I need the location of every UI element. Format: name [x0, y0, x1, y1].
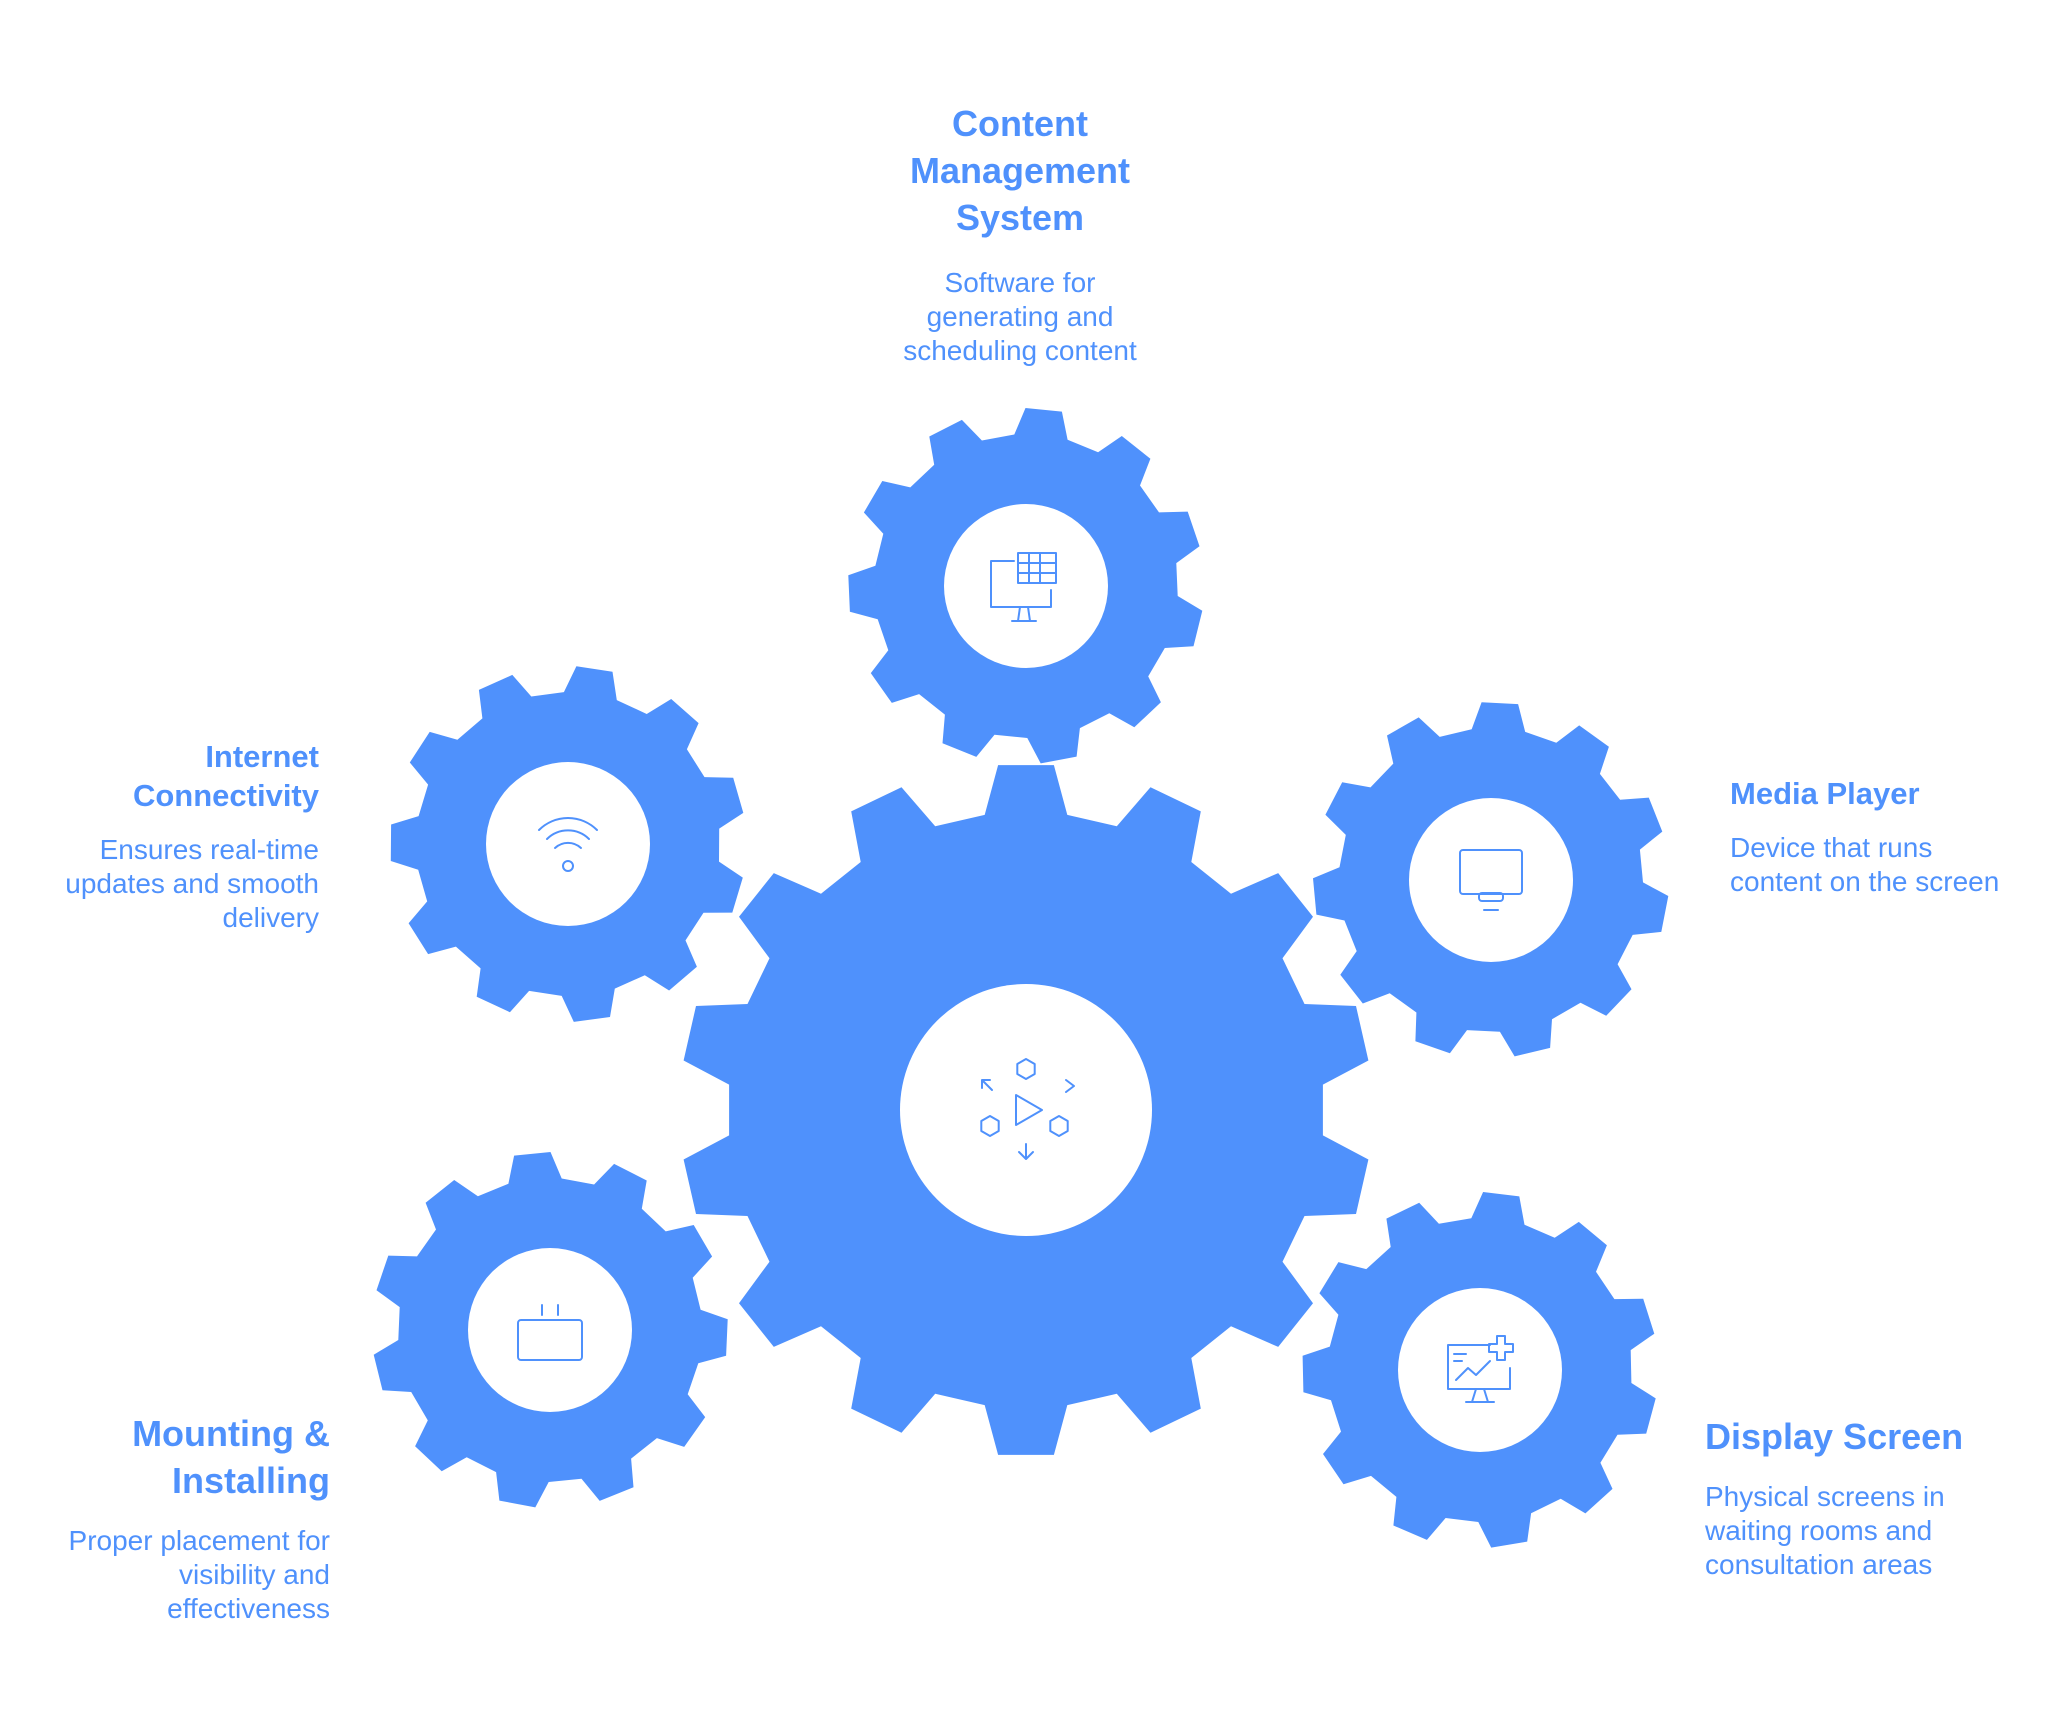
- cms-title-line: Management: [909, 150, 1131, 191]
- monitor-chart-plus-icon: [1447, 1335, 1514, 1403]
- media-desc-line: Device that runs: [1730, 832, 1933, 863]
- cms-description: Software for generating and scheduling c…: [860, 266, 1180, 368]
- internet-title-line: Internet: [205, 739, 319, 774]
- mounting-title: Mounting & Installing: [20, 1410, 330, 1504]
- internet-description: Ensures real-time updates and smooth del…: [20, 833, 319, 935]
- media-desc-line: content on the screen: [1730, 866, 2000, 897]
- mounting-gear-hub: [468, 1248, 632, 1412]
- mounting-desc-line: visibility and: [179, 1559, 330, 1590]
- internet-gear-hub: [486, 762, 650, 926]
- display-description: Physical screens in waiting rooms and co…: [1705, 1480, 2025, 1582]
- monitor-spreadsheet-icon: [990, 552, 1057, 622]
- mounting-gear: [373, 1152, 728, 1508]
- cms-title-line: Content: [952, 103, 1088, 144]
- mounting-title-line: Mounting &: [132, 1413, 330, 1454]
- media-gear-hub: [1409, 798, 1573, 962]
- internet-label: Internet Connectivity Ensures real-time …: [20, 737, 319, 935]
- display-desc-line: waiting rooms and: [1705, 1515, 1933, 1546]
- display-title: Display Screen: [1705, 1413, 2025, 1460]
- monitor-icon: [1459, 849, 1523, 911]
- cms-desc-line: Software for: [944, 267, 1096, 298]
- internet-title-line: Connectivity: [132, 778, 319, 813]
- internet-desc-line: delivery: [222, 902, 319, 933]
- display-label: Display Screen Physical screens in waiti…: [1705, 1413, 2025, 1582]
- cms-label: Content Management System Software for g…: [860, 100, 1180, 368]
- wall-mount-screen-icon: [517, 1304, 583, 1361]
- display-desc-line: Physical screens in: [1705, 1481, 1945, 1512]
- play-hexagon-network-icon: [980, 1058, 1075, 1160]
- center-gear-hub: [900, 984, 1152, 1236]
- cms-desc-line: scheduling content: [903, 335, 1137, 366]
- cms-desc-line: generating and: [926, 301, 1114, 332]
- mounting-label: Mounting & Installing Proper placement f…: [20, 1410, 330, 1626]
- mounting-description: Proper placement for visibility and effe…: [20, 1524, 330, 1626]
- cms-title-line: System: [955, 197, 1085, 238]
- internet-gear: [390, 666, 744, 1022]
- wifi-icon: [538, 817, 598, 872]
- media-title: Media Player: [1730, 774, 2030, 813]
- internet-desc-line: updates and smooth: [65, 868, 319, 899]
- display-gear: [1302, 1192, 1656, 1548]
- cms-gear: [848, 408, 1203, 764]
- media-gear: [1313, 702, 1669, 1057]
- cms-gear-hub: [944, 504, 1108, 668]
- media-label: Media Player Device that runs content on…: [1730, 774, 2030, 899]
- mounting-title-line: Installing: [171, 1460, 330, 1501]
- cms-title: Content Management System: [860, 100, 1180, 241]
- internet-title: Internet Connectivity: [20, 737, 319, 815]
- media-title-line: Media Player: [1730, 776, 1920, 811]
- display-desc-line: consultation areas: [1705, 1549, 1933, 1580]
- mounting-desc-line: Proper placement for: [68, 1525, 330, 1556]
- center-gear: [683, 765, 1369, 1455]
- internet-desc-line: Ensures real-time: [99, 834, 319, 865]
- display-title-line: Display Screen: [1705, 1416, 1964, 1457]
- media-description: Device that runs content on the screen: [1730, 831, 2030, 899]
- mounting-desc-line: effectiveness: [167, 1593, 330, 1624]
